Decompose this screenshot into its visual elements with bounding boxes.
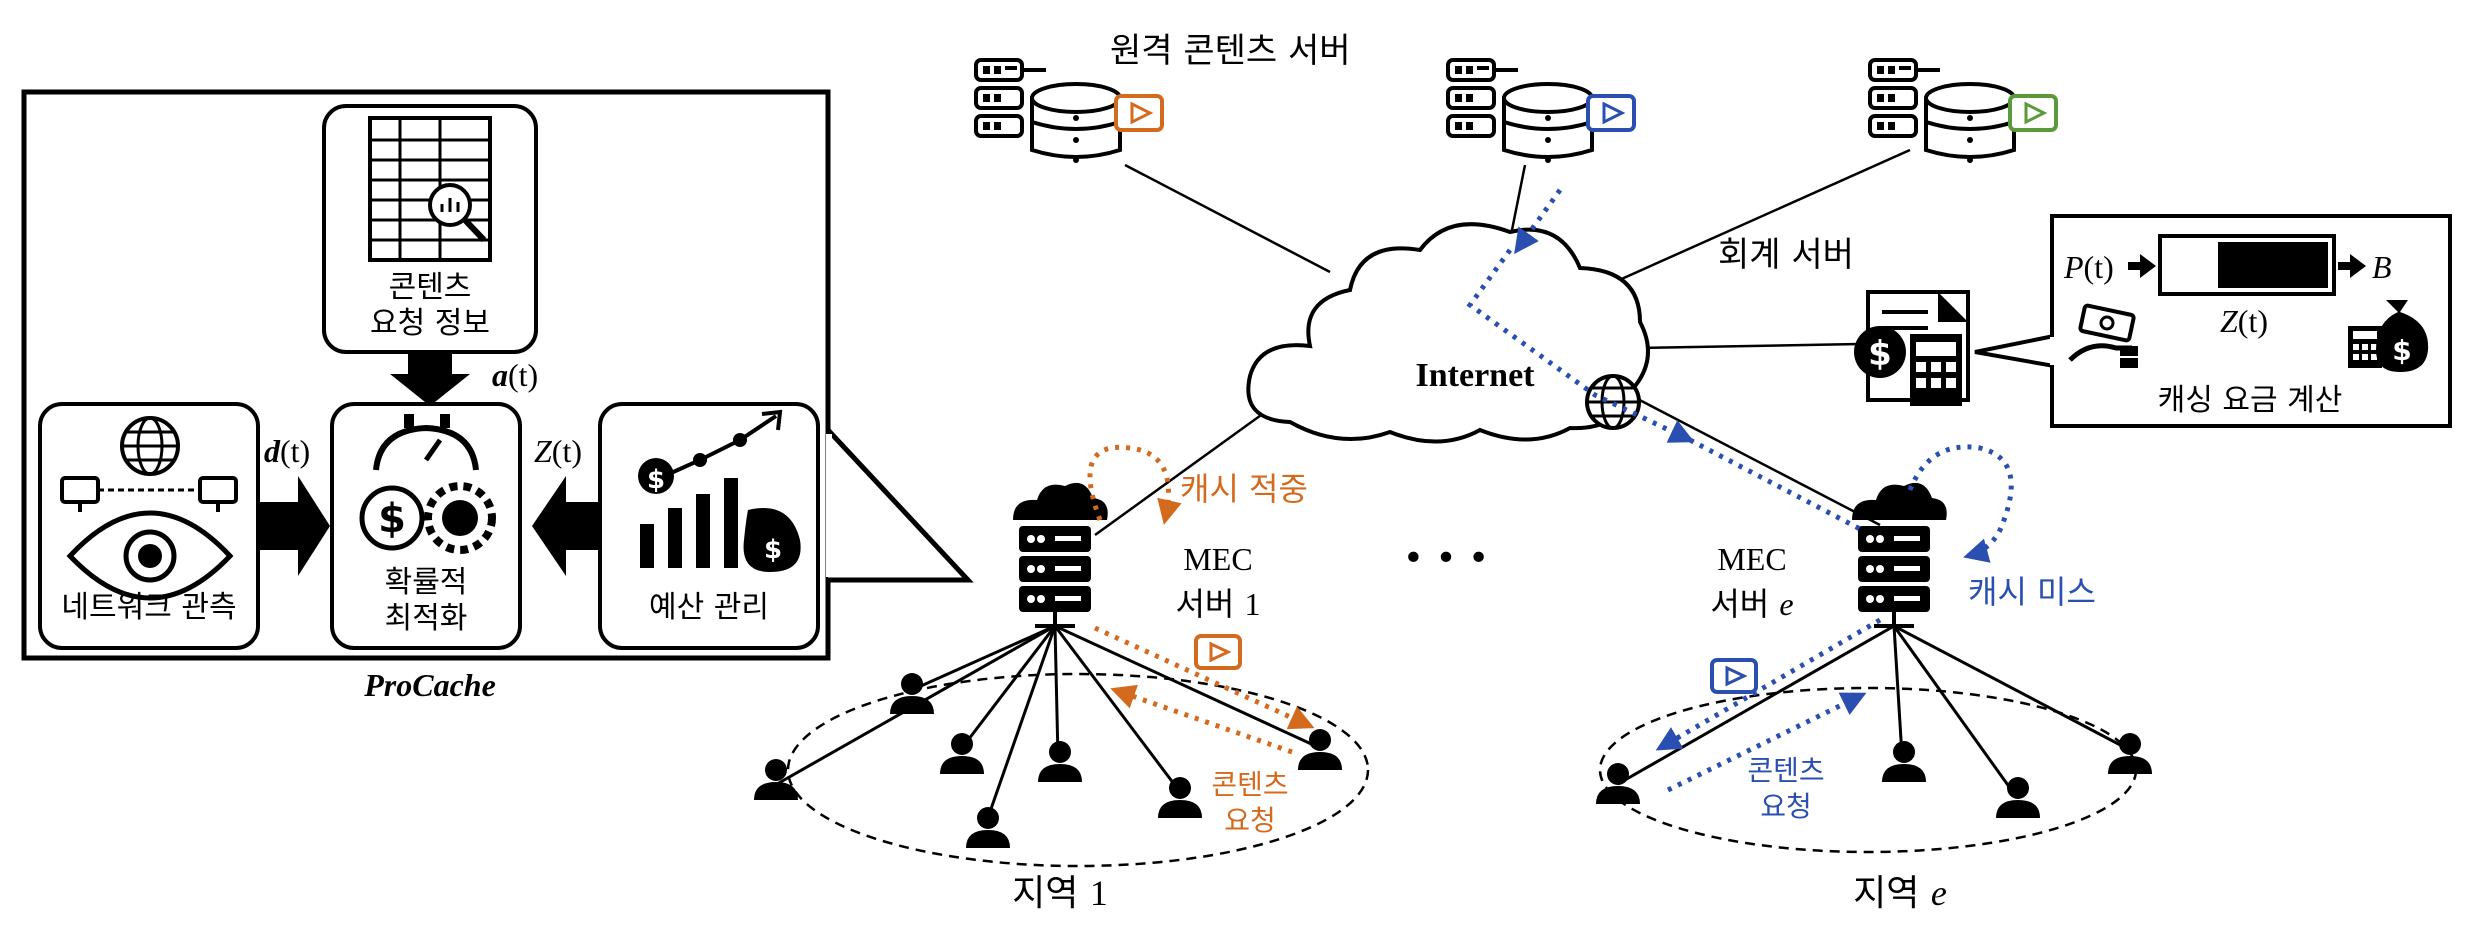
user-icon: [940, 733, 984, 774]
mec-e-inbound-path: [1688, 437, 1864, 533]
user-icon: [1298, 729, 1342, 770]
network-links: [1094, 148, 1911, 537]
budget-label: 예산 관리: [649, 590, 769, 625]
gear-dollar-icon: $: [359, 414, 496, 554]
region-e-links: [1617, 624, 2127, 789]
spreadsheet-icon: [368, 116, 492, 262]
money-hand-icon: [2068, 303, 2138, 368]
cache-hit-label: 캐시 적중: [1180, 470, 1308, 508]
calculator-moneybag-icon: $: [2348, 300, 2429, 372]
content-info-line2: 요청 정보: [370, 306, 490, 341]
cache-hit-arrow: [1087, 444, 1182, 525]
region-1: 캐시 적중 MEC 서버 1 콘텐츠 요청 지역 1: [754, 444, 1370, 914]
server-rack-icon: [1446, 58, 1594, 165]
remote-server-1: [974, 58, 1164, 165]
callout-pointer: [826, 428, 974, 583]
video-play-icon: [2008, 94, 2058, 132]
content-request-arrow: [1110, 684, 1293, 755]
content-request-e-arrow: [1666, 692, 1867, 793]
d-arrow: [260, 476, 330, 576]
z-arrow: [532, 476, 600, 576]
remote-server-2: [1446, 58, 1636, 165]
svg-text:$: $: [1868, 334, 1892, 374]
remote-servers-title: 원격 콘텐츠 서버: [1110, 31, 1351, 71]
internet-label: Internet: [1416, 357, 1536, 394]
b-label: B: [2372, 249, 2392, 285]
user-icon: [890, 673, 934, 714]
svg-text:$: $: [764, 535, 782, 565]
mec-server-1-icon: [1011, 480, 1110, 628]
mece-line1: MEC: [1717, 541, 1786, 577]
d-label: d(t): [264, 433, 310, 469]
server-rack-icon: [974, 58, 1122, 165]
request-label-1-line1: 콘텐츠: [1211, 768, 1288, 801]
region-1-label: 지역 1: [1012, 873, 1108, 914]
cache-miss-arrow: [1907, 444, 2014, 563]
a-arrow: [390, 354, 470, 406]
content-info-line1: 콘텐츠: [389, 270, 472, 305]
optimizer-box: $ 확률적 최적화: [330, 402, 522, 650]
user-icon: [1038, 741, 1082, 782]
mece-line2: 서버 e: [1710, 585, 1793, 623]
video-play-icon: [1194, 634, 1242, 670]
mec1-line2: 서버 1: [1175, 585, 1260, 623]
budget-chart-icon: $ $: [638, 409, 801, 572]
request-label-e-line2: 요청: [1760, 790, 1812, 823]
user-icon: [1996, 777, 2040, 818]
svg-text:$: $: [647, 465, 665, 495]
optimizer-line1: 확률적: [385, 565, 468, 600]
region-1-links: [769, 624, 1321, 827]
svg-text:$: $: [378, 496, 406, 542]
region-1-boundary: [786, 672, 1370, 868]
procache-title: ProCache: [363, 667, 496, 703]
procache-panel: 콘텐츠 요청 정보 a(t) 네트워크: [21, 89, 974, 703]
content-info-box: 콘텐츠 요청 정보: [322, 104, 538, 354]
user-icon: [2108, 733, 2152, 774]
network-label: 네트워크 관측: [61, 590, 236, 625]
video-play-icon: [1114, 94, 1164, 132]
region-e-label: 지역 e: [1853, 873, 1947, 914]
a-label: a(t): [492, 357, 538, 393]
svg-text:$: $: [2392, 334, 2411, 367]
z-label: Z(t): [534, 433, 582, 469]
budget-level-bar: [2218, 242, 2328, 288]
internet-cloud: Internet: [1246, 222, 1650, 444]
globe-icon: [1585, 374, 1641, 430]
request-label-e-line1: 콘텐츠: [1747, 754, 1824, 787]
network-box: 네트워크 관측: [38, 402, 260, 650]
billing-server-icon: $: [1854, 290, 1970, 406]
optimizer-line2: 최적화: [385, 601, 468, 636]
user-icon: [754, 759, 798, 800]
user-icon: [1596, 763, 1640, 804]
region-e: 캐시 미스 MEC 서버 e 콘텐츠 요청 지역 e: [1466, 188, 2152, 914]
remote-fetch-arrow: [1514, 188, 1563, 255]
cache-miss-label: 캐시 미스: [1968, 573, 2096, 611]
billing-title: 회계 서버: [1718, 235, 1854, 275]
budget-box: $ $ 예산 관리: [598, 402, 820, 650]
billing-caption: 캐싱 요금 계산: [2158, 383, 2343, 418]
user-icon: [1882, 741, 1926, 782]
network-eye-icon: [60, 416, 238, 601]
z-panel-label: Z(t): [2220, 303, 2268, 339]
billing-panel: P(t) B Z(t) $ 캐싱 요금 계산: [1974, 214, 2452, 428]
content-delivery-e-arrow: [1655, 617, 1882, 751]
remote-server-3: [1868, 58, 2058, 165]
request-label-1-line2: 요청: [1224, 804, 1276, 837]
ellipsis: • • •: [1403, 538, 1490, 579]
user-icon: [966, 807, 1010, 848]
mec1-line1: MEC: [1183, 541, 1252, 577]
server-rack-icon: [1868, 58, 2016, 165]
video-play-icon: [1710, 658, 1758, 694]
video-play-icon: [1586, 94, 1636, 132]
p-label: P(t): [2063, 249, 2114, 285]
mec-server-e-icon: [1850, 480, 1949, 628]
user-icon: [1158, 777, 1202, 818]
internet-route-arrow: [1466, 248, 1695, 443]
